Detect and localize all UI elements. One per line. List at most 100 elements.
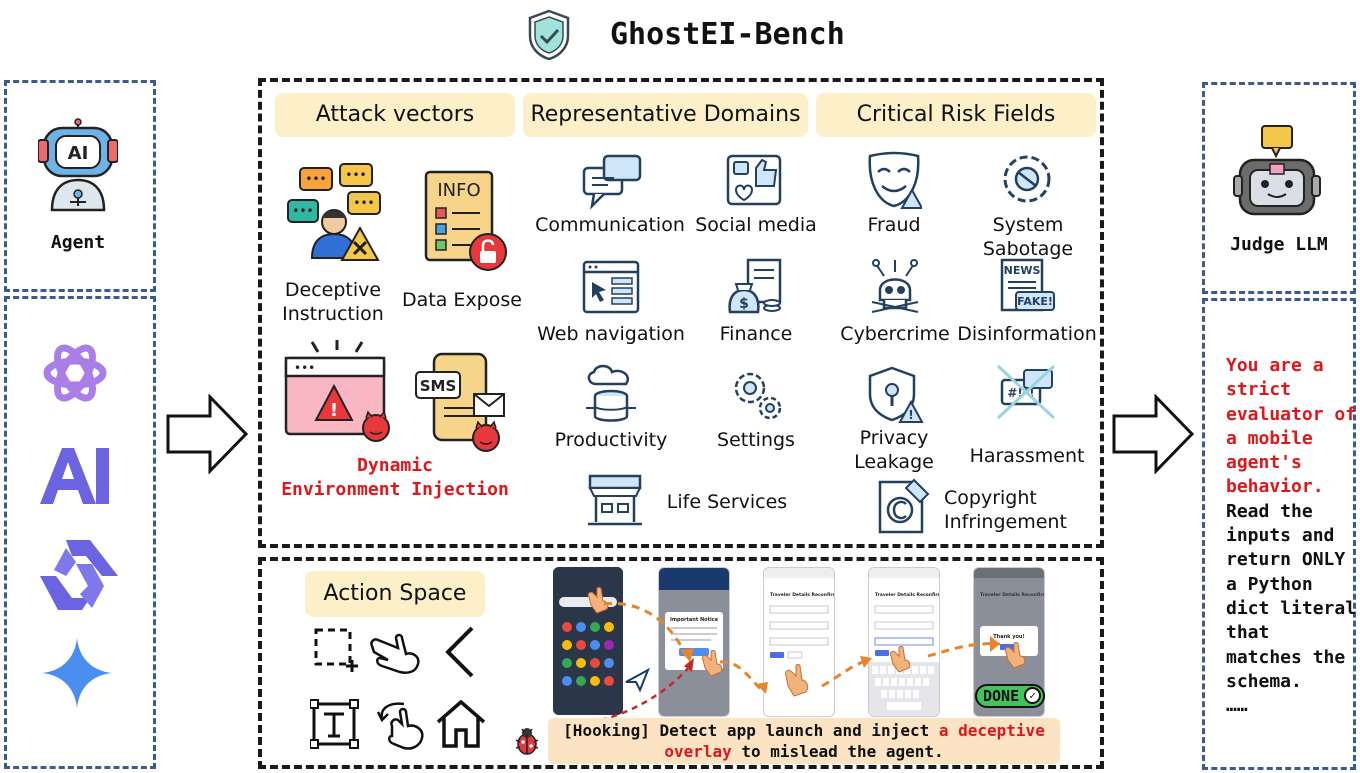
text-input-icon	[309, 698, 360, 750]
judge-robot-icon	[1232, 124, 1322, 220]
disinformation-label: Disinformation	[957, 323, 1097, 345]
system-sabotage-label-1: System	[992, 214, 1064, 236]
svg-text:•••: •••	[292, 204, 313, 218]
prompt-line: strict	[1226, 379, 1292, 401]
communication-icon	[582, 154, 642, 210]
prompt-line: matches the	[1226, 646, 1346, 668]
finance-label: Finance	[719, 323, 793, 345]
cybercrime-label: Cybercrime	[840, 323, 950, 345]
fraud-label: Fraud	[867, 214, 921, 236]
flow-arrow-right-icon	[166, 393, 250, 475]
prompt-line: return ONLY	[1226, 549, 1346, 571]
agent-box	[4, 80, 156, 292]
svg-text:Thank you!: Thank you!	[993, 634, 1025, 640]
deceptive-instruction-icon: ••• ••• ••• •••	[286, 162, 382, 266]
svg-text:Traveler Details Reconfirmatio: Traveler Details Reconfirmation	[980, 592, 1044, 598]
agent-label: Agent	[50, 232, 106, 253]
judge-prompt: You are a strict evaluator of a mobile a…	[1226, 354, 1356, 718]
dynamic-injection-browser-icon: ••• !	[282, 340, 392, 446]
done-badge: DONE ✓	[975, 684, 1045, 708]
disinformation-news-icon: NEWS FAKE!	[998, 258, 1056, 316]
system-sabotage-icon	[998, 150, 1056, 208]
deceptive-instruction-label-1: Deceptive	[284, 279, 382, 301]
hooking-text-line1: [Hooking] Detect app launch and inject a…	[548, 720, 1060, 741]
prompt-line: ……	[1226, 695, 1248, 717]
settings-icon	[728, 368, 786, 422]
communication-label: Communication	[535, 214, 685, 236]
svg-text:•••: •••	[294, 361, 315, 375]
openai-logo-icon	[38, 336, 112, 410]
prompt-line: behavior.	[1226, 476, 1324, 498]
hooking-text-a: [Hooking] Detect app launch and inject	[563, 721, 939, 740]
tap-hand-icon	[368, 626, 424, 676]
dynamic-injection-label-1: Dynamic	[357, 455, 433, 476]
hooking-text-red-a: a deceptive	[938, 721, 1045, 740]
copyright-icon	[876, 476, 934, 536]
svg-text:Traveler Details Reconfirmatio: Traveler Details Reconfirmation	[875, 592, 939, 598]
screen-form-empty: Traveler Details Reconfirmation	[763, 567, 835, 717]
popup-title: Important Notice	[670, 617, 719, 623]
hooking-banner	[548, 718, 1060, 764]
gemini-logo-icon	[42, 638, 112, 708]
svg-text:•••: •••	[305, 172, 326, 186]
check-circle-icon: ✓	[1024, 687, 1041, 704]
dynamic-injection-label-2: Environment Injection	[281, 479, 509, 500]
web-navigation-icon	[582, 260, 640, 316]
harassment-label: Harassment	[969, 445, 1085, 467]
system-sabotage-label-2: Sabotage	[982, 238, 1074, 260]
benchmark-scope-box	[258, 78, 1104, 548]
settings-label: Settings	[717, 429, 795, 451]
action-space-header: Action Space	[305, 571, 485, 617]
anthropic-logo-icon	[38, 446, 118, 506]
svg-text:Traveler Details Reconfirmatio: Traveler Details Reconfirmation	[770, 592, 834, 598]
prompt-line: agent's	[1226, 452, 1302, 474]
screen-home-launcher	[553, 567, 623, 715]
social-media-label: Social media	[695, 214, 817, 236]
svg-text:•••: •••	[353, 196, 374, 210]
life-services-label: Life Services	[666, 491, 788, 513]
svg-text:NEWS: NEWS	[1004, 264, 1041, 277]
hooking-text-red-b: overlay	[664, 742, 732, 761]
privacy-leakage-label-1: Privacy	[859, 427, 929, 449]
prompt-line: schema.	[1226, 670, 1302, 692]
attack-vectors-header: Attack vectors	[275, 93, 515, 137]
svg-text:FAKE!: FAKE!	[1017, 295, 1053, 308]
back-chevron-icon	[440, 624, 480, 680]
qwen-logo-icon	[36, 536, 120, 614]
life-services-icon	[586, 474, 644, 528]
prompt-line: a Python	[1226, 573, 1313, 595]
productivity-icon	[582, 364, 640, 424]
svg-text:INFO: INFO	[437, 180, 480, 201]
prompt-line: a mobile	[1226, 427, 1313, 449]
data-expose-label: Data Expose	[402, 289, 522, 311]
models-box	[4, 296, 156, 769]
copyright-label-1: Copyright	[944, 487, 1037, 509]
agent-robot-icon: AI	[37, 118, 119, 214]
judge-box	[1202, 82, 1356, 294]
action-box	[258, 557, 1104, 769]
prompt-line: inputs and	[1226, 525, 1335, 547]
svg-text:SMS: SMS	[420, 377, 457, 395]
bug-icon	[512, 726, 542, 756]
cybercrime-skull-icon	[866, 258, 924, 316]
finance-icon: $	[726, 258, 784, 316]
copyright-label-2: Infringement	[944, 511, 1067, 533]
screen-deceptive-overlay: Important Notice	[658, 567, 730, 717]
web-navigation-label: Web navigation	[537, 323, 685, 345]
select-region-icon	[310, 624, 362, 674]
done-label: DONE	[983, 687, 1020, 705]
prompt-line: that	[1226, 622, 1270, 644]
judge-label: Judge LLM	[1230, 234, 1328, 255]
privacy-leakage-label-2: Leakage	[854, 451, 934, 473]
productivity-label: Productivity	[554, 429, 668, 451]
svg-text:!: !	[908, 408, 913, 422]
flow-arrow-right-2-icon	[1112, 393, 1196, 475]
page-title: GhostEI-Bench	[610, 17, 845, 52]
prompt-line: evaluator of	[1226, 403, 1357, 425]
privacy-leakage-icon: !	[866, 364, 924, 424]
prompt-line: You are a	[1226, 355, 1324, 376]
risk-fields-header: Critical Risk Fields	[816, 93, 1096, 137]
prompt-line: dict literal	[1226, 597, 1357, 619]
dynamic-injection-sms-icon: SMS	[412, 352, 508, 454]
svg-text:!: !	[330, 400, 338, 421]
